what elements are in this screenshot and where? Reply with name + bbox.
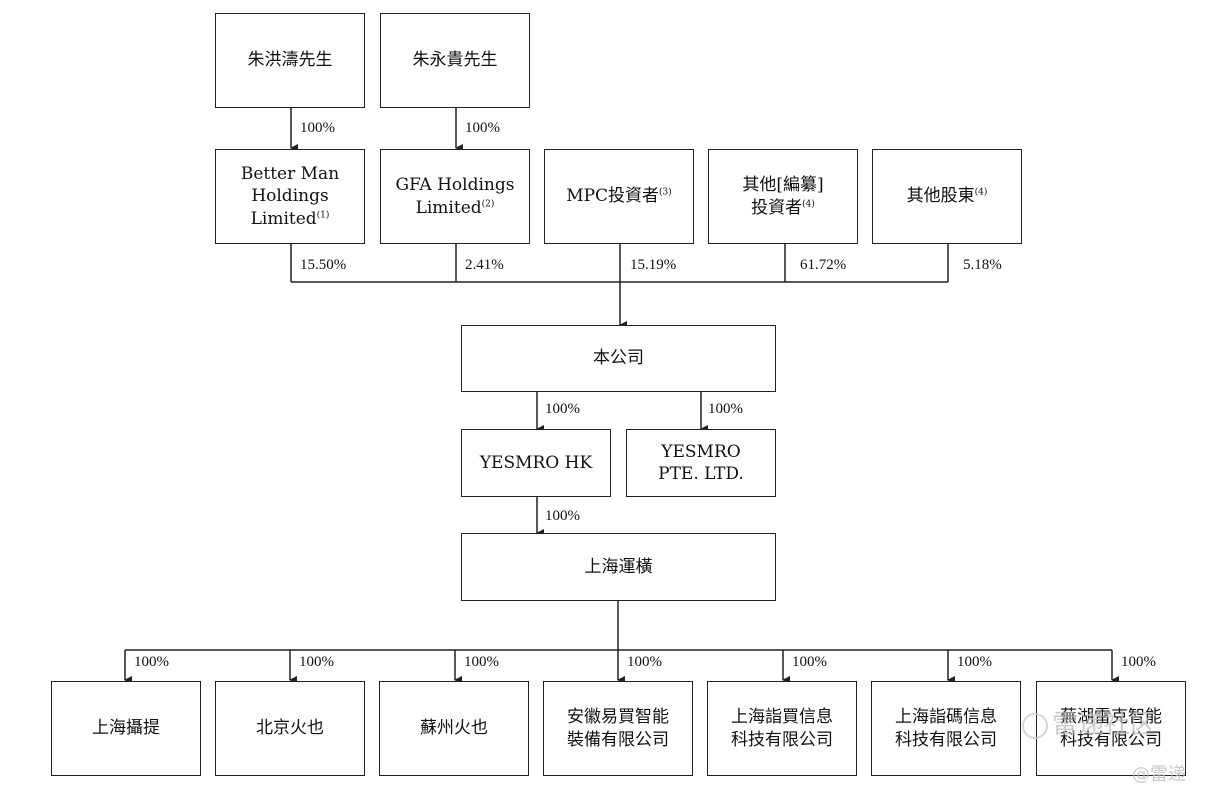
- leaf-pct-7: 100%: [1121, 654, 1156, 670]
- holder-pct-3: 15.19%: [630, 257, 677, 273]
- leaf-label: 北京火也: [256, 718, 324, 739]
- holder-note: (4): [802, 198, 815, 209]
- holder-pct-5: 5.18%: [963, 257, 1002, 273]
- holder-pct-4: 61.72%: [800, 257, 847, 273]
- company-pct-hk: 100%: [545, 401, 580, 417]
- holder-box-better-man: Better Man Holdings Limited(1): [215, 149, 365, 244]
- company-label: 本公司: [593, 348, 644, 369]
- holder-box-other-investors: 其他[編纂] 投資者(4): [708, 149, 858, 244]
- holder-box-mpc: MPC投資者(3): [544, 149, 694, 244]
- leaf-label: 蕪湖雷克智能 科技有限公司: [1060, 707, 1162, 750]
- watermark-logo: 雷递社区: [1022, 704, 1156, 741]
- holder-pct-1: 15.50%: [300, 257, 347, 273]
- holder-box-other-shareholders: 其他股東(4): [872, 149, 1022, 244]
- holder-note: (3): [659, 187, 672, 198]
- leaf-label: 上海詣碼信息 科技有限公司: [895, 707, 997, 750]
- leaf-box-shanghai-yimai-info: 上海詣買信息 科技有限公司: [707, 681, 857, 776]
- holder-label: 其他股東: [906, 186, 975, 207]
- holder-label: GFA Holdings Limited: [395, 175, 515, 218]
- leaf-label: 上海攝提: [92, 718, 160, 739]
- leaf-pct-5: 100%: [792, 654, 827, 670]
- company-box: 本公司: [461, 325, 776, 392]
- watermark-handle: @雷递: [1132, 764, 1186, 785]
- leaf-pct-4: 100%: [627, 654, 662, 670]
- leaf-box-shanghai-yima-info: 上海詣碼信息 科技有限公司: [871, 681, 1021, 776]
- leaf-box-wuhu-leike: 蕪湖雷克智能 科技有限公司: [1036, 681, 1186, 776]
- holder-note: (1): [316, 209, 330, 220]
- owner-pct-2: 100%: [465, 120, 500, 136]
- sub-label: YESMRO PTE. LTD.: [658, 441, 744, 484]
- company-pct-pte: 100%: [708, 401, 743, 417]
- leaf-label: 上海詣買信息 科技有限公司: [731, 707, 833, 750]
- leaf-pct-2: 100%: [299, 654, 334, 670]
- leaf-pct-6: 100%: [957, 654, 992, 670]
- holder-label: Better Man Holdings Limited: [240, 164, 340, 229]
- leaf-label: 安徽易買智能 裝備有限公司: [567, 707, 669, 750]
- leaf-pct-1: 100%: [134, 654, 169, 670]
- holder-label: MPC投資者: [566, 186, 660, 207]
- sub-label: YESMRO HK: [479, 452, 593, 473]
- holder-box-gfa: GFA Holdings Limited(2): [380, 149, 530, 244]
- leaf-box-suzhou-huoye: 蘇州火也: [379, 681, 529, 776]
- holder-note: (2): [481, 198, 495, 209]
- owner-box-zhu-yonggui: 朱永貴先生: [380, 13, 530, 108]
- owner-label: 朱永貴先生: [412, 50, 498, 71]
- owner-box-zhu-hongtao: 朱洪濤先生: [215, 13, 365, 108]
- hk-pct: 100%: [545, 508, 580, 524]
- holder-label: 其他[編纂] 投資者: [742, 175, 824, 218]
- leaf-pct-3: 100%: [464, 654, 499, 670]
- sub-box-yesmro-hk: YESMRO HK: [461, 429, 611, 497]
- watermark-line1: 雷递社区: [1052, 710, 1157, 740]
- sub-box-yesmro-pte: YESMRO PTE. LTD.: [626, 429, 776, 497]
- leaf-box-beijing-huoye: 北京火也: [215, 681, 365, 776]
- owner-pct-1: 100%: [300, 120, 335, 136]
- leaf-box-anhui-yimai: 安徽易買智能 裝備有限公司: [543, 681, 693, 776]
- leaf-box-shanghai-sheti: 上海攝提: [51, 681, 201, 776]
- owner-label: 朱洪濤先生: [247, 50, 333, 71]
- holder-note: (4): [974, 187, 988, 198]
- shanghai-box: 上海運橫: [461, 533, 776, 601]
- watermark-icon: [1022, 712, 1048, 739]
- holder-pct-2: 2.41%: [465, 257, 504, 273]
- leaf-label: 蘇州火也: [420, 718, 488, 739]
- shanghai-label: 上海運橫: [584, 556, 653, 577]
